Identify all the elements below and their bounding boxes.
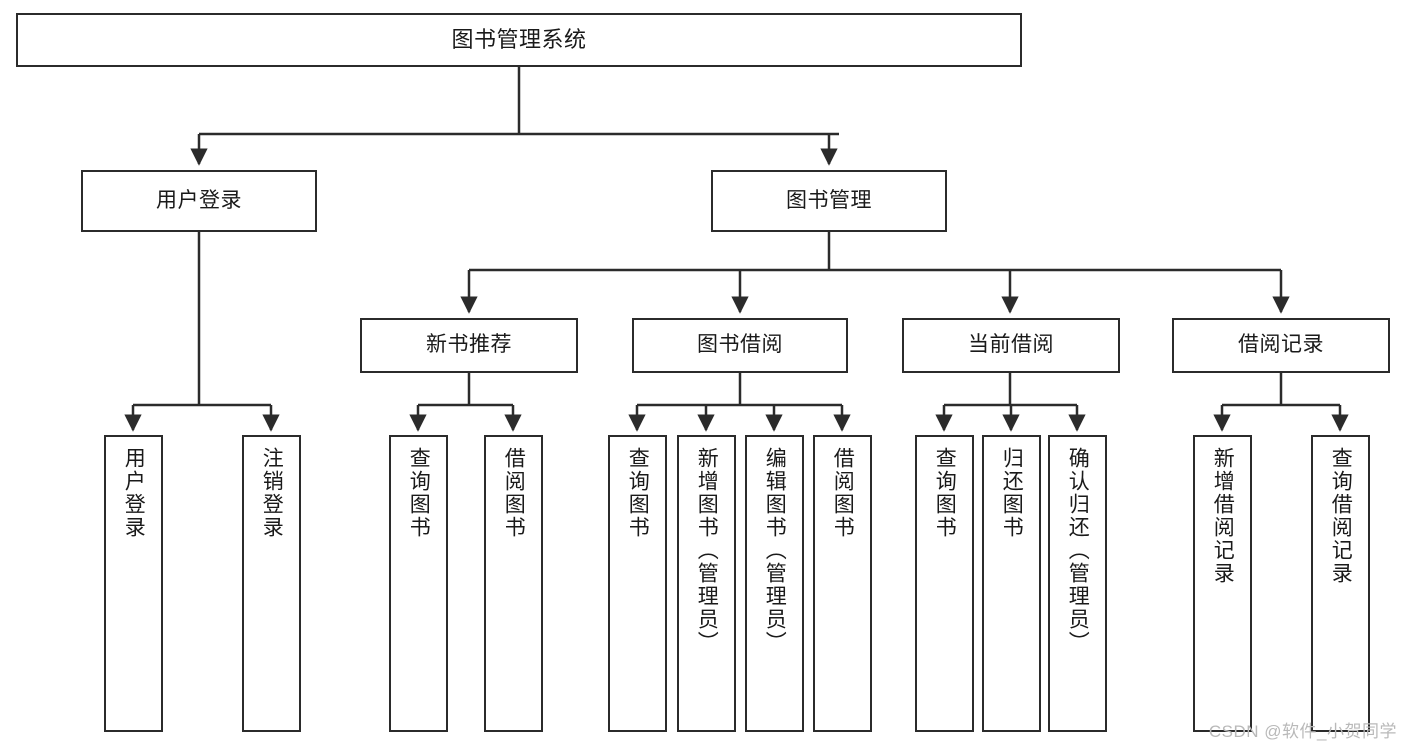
node-current-borrow[interactable]: 当前借阅 (902, 318, 1120, 373)
watermark-text: CSDN @软件_小贺同学 (1208, 722, 1397, 741)
node-book-borrow[interactable]: 图书借阅 (632, 318, 848, 373)
leaf-user-login-signin[interactable]: 用户登录 (104, 435, 163, 732)
node-label: 查询图书 (626, 447, 650, 539)
node-label: 图书管理系统 (451, 27, 587, 53)
node-label: 借阅记录 (1238, 333, 1324, 357)
node-label: 用户登录 (156, 188, 242, 212)
node-label: 新书推荐 (426, 333, 512, 357)
node-label: 归还图书 (1000, 447, 1024, 539)
leaf-borrow-add-book-admin[interactable]: 新增图书（管理员） (677, 435, 736, 732)
leaf-current-confirm-return-admin[interactable]: 确认归还（管理员） (1048, 435, 1107, 732)
node-label: 图书借阅 (697, 333, 783, 357)
node-label: 注销登录 (260, 447, 284, 539)
node-new-book-recommend[interactable]: 新书推荐 (360, 318, 578, 373)
node-label: 编辑图书（管理员） (763, 447, 787, 654)
node-label: 用户登录 (122, 447, 146, 539)
node-user-login[interactable]: 用户登录 (81, 170, 317, 232)
leaf-current-query-book[interactable]: 查询图书 (915, 435, 974, 732)
leaf-record-query-record[interactable]: 查询借阅记录 (1311, 435, 1370, 732)
node-label: 新增借阅记录 (1211, 447, 1235, 585)
node-label: 新增图书（管理员） (695, 447, 719, 654)
leaf-current-return-book[interactable]: 归还图书 (982, 435, 1041, 732)
node-label: 借阅图书 (502, 447, 526, 539)
node-borrow-record[interactable]: 借阅记录 (1172, 318, 1390, 373)
leaf-borrow-borrow-book[interactable]: 借阅图书 (813, 435, 872, 732)
node-label: 借阅图书 (831, 447, 855, 539)
leaf-user-login-signout[interactable]: 注销登录 (242, 435, 301, 732)
node-label: 查询图书 (933, 447, 957, 539)
node-root-system[interactable]: 图书管理系统 (16, 13, 1022, 67)
leaf-recommend-borrow-book[interactable]: 借阅图书 (484, 435, 543, 732)
node-label: 查询借阅记录 (1329, 447, 1353, 585)
leaf-borrow-query-book[interactable]: 查询图书 (608, 435, 667, 732)
node-label: 查询图书 (407, 447, 431, 539)
node-label: 确认归还（管理员） (1066, 447, 1090, 654)
leaf-record-add-record[interactable]: 新增借阅记录 (1193, 435, 1252, 732)
leaf-recommend-query-book[interactable]: 查询图书 (389, 435, 448, 732)
leaf-borrow-edit-book-admin[interactable]: 编辑图书（管理员） (745, 435, 804, 732)
node-label: 当前借阅 (968, 333, 1054, 357)
node-book-management[interactable]: 图书管理 (711, 170, 947, 232)
node-label: 图书管理 (786, 188, 872, 212)
